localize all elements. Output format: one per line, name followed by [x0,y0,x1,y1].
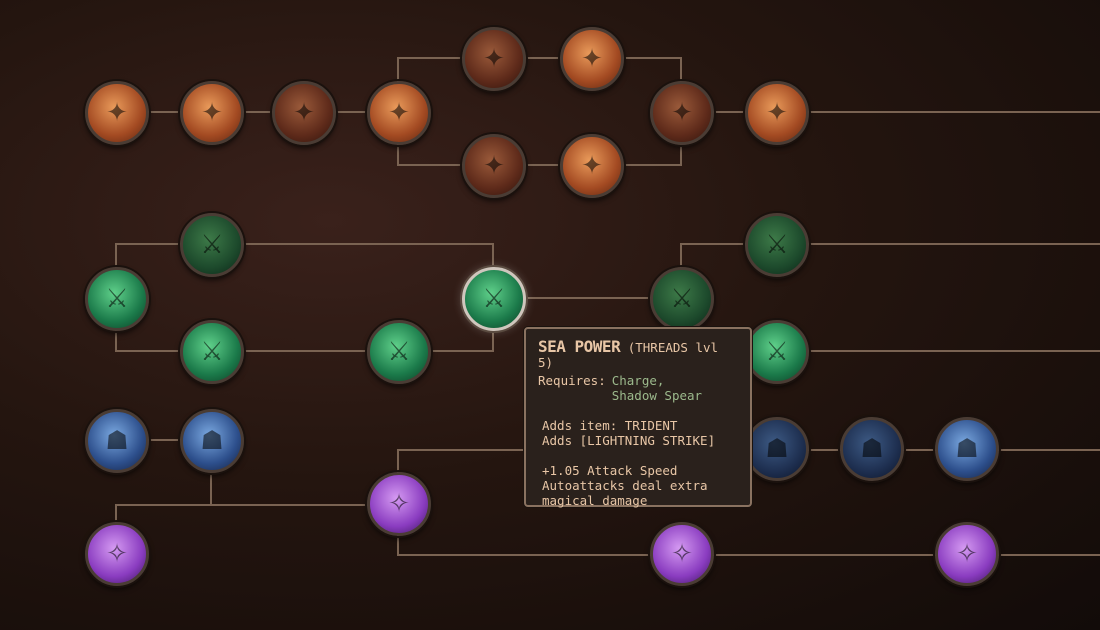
barbed-wire-icon: ✧ [956,539,978,569]
vines-icon: ⚔ [765,337,789,367]
skill-node-b5[interactable]: ☗ [935,417,999,481]
skill-tooltip: SEA POWER (THREADS lvl 5) Requires: Char… [524,327,752,508]
skill-node-o2[interactable]: ✦ [180,81,244,145]
skill-node-g5[interactable]: ⚔ [462,267,526,331]
dual-blades-icon: ✦ [671,98,693,128]
dagger-icon: ✦ [388,98,410,128]
tooltip-header: SEA POWER (THREADS lvl 5) [538,337,738,371]
knight-icon: ⚔ [105,284,129,314]
tooltip-subtitle: (THREADS lvl 5) [538,340,719,370]
skill-node-b2[interactable]: ☗ [180,409,244,473]
skill-node-o3[interactable]: ✦ [272,81,336,145]
tooltip-title: SEA POWER [538,337,621,356]
stat-bonus: +1.05 Attack Speed [542,463,678,478]
skill-node-g3[interactable]: ⚔ [180,320,244,384]
ghost-mask-icon: ✧ [106,539,128,569]
effect-text: Autoattacks deal extra [542,478,708,493]
spear-icon: ⚔ [200,337,224,367]
skill-node-b3[interactable]: ☗ [745,417,809,481]
trident-icon: ⚔ [482,284,506,314]
skill-node-o4[interactable]: ✦ [367,81,431,145]
fire-slash-icon: ✦ [766,98,788,128]
card-icon: ✦ [483,151,505,181]
sunburst-blade-icon: ✦ [581,151,603,181]
spell-card-icon: ✧ [388,489,410,519]
requirement: Charge, [611,373,665,388]
beast-face-icon: ☗ [765,434,789,464]
skill-node-g1[interactable]: ⚔ [85,267,149,331]
skill-node-o1[interactable]: ✦ [85,81,149,145]
skill-node-o6[interactable]: ✦ [560,27,624,91]
skill-node-p2[interactable]: ✧ [367,472,431,536]
skill-node-g6[interactable]: ⚔ [650,267,714,331]
requires-label: Requires: [538,373,606,388]
skill-node-o10[interactable]: ✦ [745,81,809,145]
triangle-aura-icon: ⚔ [200,230,224,260]
connector [115,243,1100,352]
grinning-face-icon: ✦ [201,98,223,128]
armored-warrior-icon: ✦ [106,98,128,128]
summoner-icon: ✧ [671,539,693,569]
dark-knight-icon: ☗ [105,426,129,456]
adds-item: Adds item: TRIDENT [542,418,678,433]
skill-node-p3[interactable]: ✧ [650,522,714,586]
kneeling-figure-icon: ☗ [955,434,979,464]
slash-claws-icon: ✦ [293,98,315,128]
skill-node-g4[interactable]: ⚔ [367,320,431,384]
skill-node-g7[interactable]: ⚔ [745,213,809,277]
skill-node-o9[interactable]: ✦ [650,81,714,145]
tooltip-requirements: Requires: Charge, Shadow Spear [538,373,738,403]
connector [116,57,1100,166]
lightning-strike-icon: ⚔ [670,284,694,314]
skill-node-p4[interactable]: ✧ [935,522,999,586]
skill-node-b4[interactable]: ☗ [840,417,904,481]
skill-node-o8[interactable]: ✦ [560,134,624,198]
fanged-maw-icon: ☗ [860,434,884,464]
skill-node-o7[interactable]: ✦ [462,134,526,198]
ninja-icon: ✦ [581,44,603,74]
fist-icon: ✦ [483,44,505,74]
skill-node-g2[interactable]: ⚔ [180,213,244,277]
claw-strike-icon: ☗ [200,426,224,456]
skill-node-b1[interactable]: ☗ [85,409,149,473]
adds-skill: Adds [LIGHTNING STRIKE] [542,433,716,448]
shadow-spear-icon: ⚔ [387,337,411,367]
skill-node-p1[interactable]: ✧ [85,522,149,586]
requirement: Shadow Spear [611,388,703,403]
skill-node-g8[interactable]: ⚔ [745,320,809,384]
skill-node-o5[interactable]: ✦ [462,27,526,91]
effect-text: magical damage [542,493,648,508]
shadow-figure-icon: ⚔ [765,230,789,260]
